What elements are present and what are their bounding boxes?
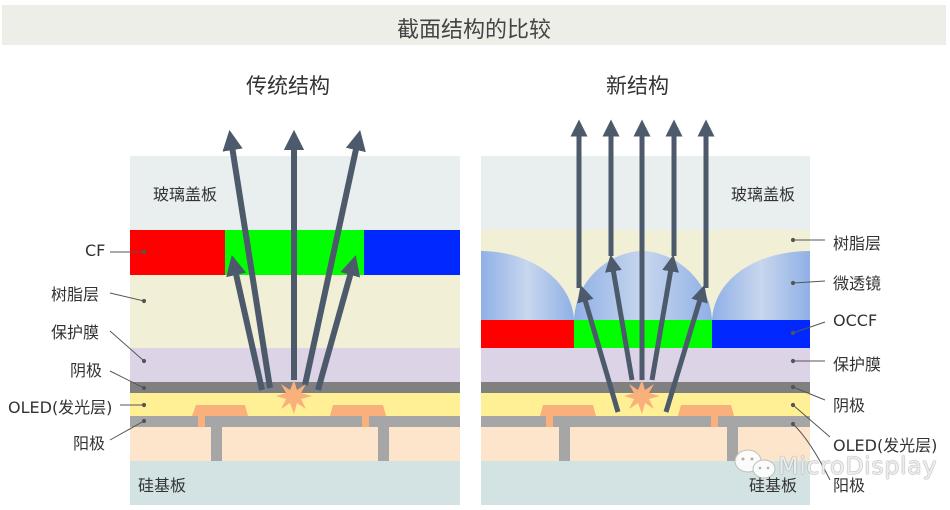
pad-stem-right <box>711 416 718 427</box>
traditional-structure-title: 传统结构 <box>246 74 330 98</box>
label-protective-film: 保护膜 <box>833 355 882 374</box>
header-bar: 截面结构的比较 <box>2 5 946 45</box>
page-title: 截面结构的比较 <box>396 18 551 43</box>
via-right <box>727 427 738 461</box>
via-left <box>559 427 570 461</box>
protective-film-layer <box>481 348 810 382</box>
occf-blue <box>712 320 810 348</box>
ray-arrow <box>649 254 679 381</box>
pad-stem-right <box>362 416 369 427</box>
substrate-upper <box>130 427 460 461</box>
ray-arrow <box>226 255 265 391</box>
watermark-text: MicroDisplay <box>778 452 938 480</box>
light-rays <box>570 119 715 413</box>
new-substrate-label: 硅基板 <box>749 476 798 495</box>
light-burst-icon <box>624 380 660 414</box>
ray-arrow <box>663 284 708 413</box>
silicon-substrate-layer <box>130 461 460 505</box>
microlens-left <box>481 251 574 320</box>
light-burst-icon <box>276 380 312 414</box>
ray-arrow <box>577 284 621 413</box>
via-right <box>378 427 389 461</box>
label-cf: CF <box>85 241 106 260</box>
new-glass-label: 玻璃盖板 <box>731 185 796 204</box>
new-panel <box>481 119 831 505</box>
label-oled: OLED(发光层) <box>8 398 113 417</box>
traditional-substrate-label: 硅基板 <box>138 476 187 495</box>
pad-right <box>330 405 386 416</box>
cathode-layer <box>481 382 810 393</box>
traditional-glass-label: 玻璃盖板 <box>153 185 218 204</box>
substrate-upper <box>481 427 810 461</box>
label-cathode: 阴极 <box>70 361 103 380</box>
label-microlens: 微透镜 <box>833 274 882 293</box>
ray-arrow <box>315 255 361 391</box>
traditional-panel <box>109 129 460 505</box>
label-anode: 阳极 <box>833 476 866 495</box>
cf-blue <box>364 230 460 275</box>
label-resin: 树脂层 <box>833 234 882 253</box>
pad-stem-left <box>198 416 205 427</box>
leader-lines <box>109 249 147 441</box>
ray-arrow <box>222 129 273 389</box>
leader-lines <box>790 237 831 481</box>
pad-stem-left <box>546 416 553 427</box>
glass-cover-layer <box>481 156 810 230</box>
pad-left <box>540 405 596 416</box>
pad-right <box>678 405 734 416</box>
anode-layer <box>481 416 810 427</box>
occf-red <box>481 320 574 348</box>
light-rays <box>222 129 366 391</box>
new-structure-title: 新结构 <box>606 74 669 98</box>
microlens-right <box>712 251 810 320</box>
label-cathode: 阴极 <box>833 396 866 415</box>
ray-arrow <box>605 254 635 381</box>
label-protective-film: 保护膜 <box>51 323 100 342</box>
label-occf: OCCF <box>833 311 878 330</box>
label-anode: 阳极 <box>73 434 106 453</box>
label-resin: 树脂层 <box>51 285 100 304</box>
label-oled: OLED(发光层) <box>833 436 938 455</box>
wechat-icon <box>734 449 776 479</box>
ray-arrow <box>302 130 366 386</box>
anode-bridge <box>205 416 362 427</box>
via-left <box>211 427 222 461</box>
pad-left <box>192 405 248 416</box>
